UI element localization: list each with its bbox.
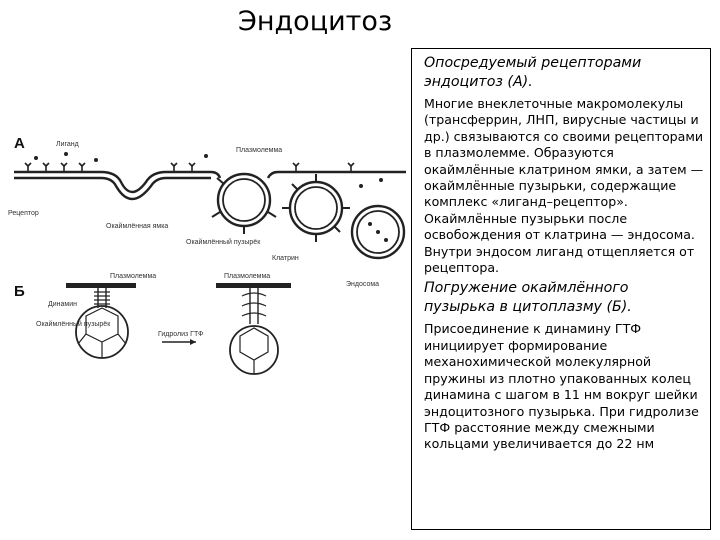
endocytosis-figure: А Лиганд Плазмолемма bbox=[8, 135, 406, 375]
heading-vesicle-immersion: Погружение окаймлённого пузырька в цитоп… bbox=[424, 280, 632, 316]
label-clathrin: Клатрин bbox=[272, 255, 299, 262]
text-panel: Опосредуемый рецепторами эндоцитоз (А). … bbox=[411, 48, 711, 530]
label-plasmolemma-a: Плазмолемма bbox=[236, 147, 282, 154]
label-gtp-hydrolysis: Гидролиз ГТФ bbox=[158, 331, 203, 338]
panel-a-letter: А bbox=[14, 135, 25, 152]
heading-receptor-endocytosis: Опосредуемый рецепторами эндоцитоз (А). bbox=[424, 55, 642, 90]
panel-b-diagram: Б Плазмолемма Плазмолемма Динамин Окаймл… bbox=[14, 273, 291, 375]
slide-title: Эндоцитоз bbox=[238, 6, 393, 37]
paragraph-receptor-endocytosis: Многие внеклеточные макромолекулы (транс… bbox=[424, 96, 704, 276]
label-ligand: Лиганд bbox=[56, 141, 79, 148]
label-endosome: Эндосома bbox=[346, 281, 379, 288]
label-receptor: Рецептор bbox=[8, 210, 39, 217]
label-coated-vesicle-b: Окаймлённый пузырёк bbox=[36, 320, 111, 328]
label-plasmolemma-b1: Плазмолемма bbox=[110, 273, 156, 280]
label-dynamin: Динамин bbox=[48, 301, 77, 308]
paragraph-vesicle-immersion: Присоединение к динамину ГТФ инициирует … bbox=[424, 321, 699, 452]
panel-b-letter: Б bbox=[14, 283, 25, 300]
panel-a-diagram: А Лиганд Плазмолемма bbox=[8, 135, 406, 288]
label-coated-vesicle-a: Окаймлённый пузырёк bbox=[186, 238, 261, 246]
label-coated-pit: Окаймлённая ямка bbox=[106, 222, 168, 230]
label-plasmolemma-b2: Плазмолемма bbox=[224, 273, 270, 280]
